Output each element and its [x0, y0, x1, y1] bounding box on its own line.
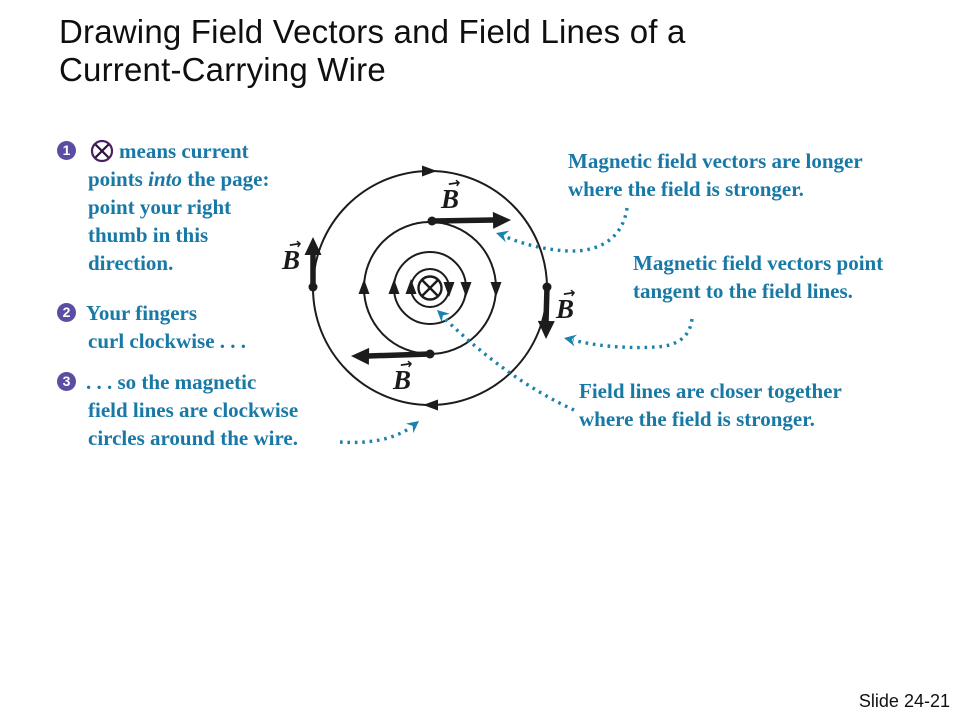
- b-field-label: B: [441, 184, 460, 214]
- step-3-line3: circles around the wire.: [88, 426, 298, 450]
- step-1-row: 1 means current: [57, 137, 357, 165]
- field-line-direction-arrowheads: [358, 165, 502, 411]
- field-line-diagram: [304, 165, 694, 445]
- annotation-vectors-longer-line1: Magnetic field vectors are longer: [568, 149, 863, 173]
- current-into-page-icon: [90, 139, 114, 163]
- b-label-bottom: → B: [388, 354, 422, 401]
- page-title: Drawing Field Vectors and Field Lines of…: [59, 13, 686, 89]
- annotation-vectors-tangent-line1: Magnetic field vectors point: [633, 251, 884, 275]
- step-3-number-badge: 3: [57, 372, 76, 391]
- step-2-line2: curl clockwise . . .: [88, 329, 247, 353]
- annotation-vectors-longer: Magnetic field vectors are longer where …: [568, 147, 863, 203]
- current-into-page-icon: [417, 275, 443, 301]
- b-label-left: → B: [277, 234, 311, 281]
- step-1-line3: point your right: [88, 195, 232, 219]
- step-2-number-badge: 2: [57, 303, 76, 322]
- step-1-line2-pre: points: [88, 167, 149, 191]
- b-field-label: B: [393, 365, 412, 395]
- b-vector-arrows: [304, 211, 555, 365]
- b-field-label: B: [556, 294, 575, 324]
- leader-lines-closer: [440, 314, 575, 412]
- annotation-lines-closer-line1: Field lines are closer together: [579, 379, 842, 403]
- step-1: 1 means current points into the page: po…: [57, 137, 357, 277]
- leader-vectors-tangent: [572, 318, 694, 350]
- leader-vectors-longer: [503, 207, 629, 253]
- annotation-vectors-tangent-line2: tangent to the field lines.: [633, 279, 853, 303]
- step-1-line2-italic: into: [148, 167, 182, 191]
- step-3-line2: field lines are clockwise: [88, 398, 299, 422]
- annotation-vectors-tangent: Magnetic field vectors point tangent to …: [633, 249, 883, 305]
- annotation-vectors-longer-line2: where the field is stronger.: [568, 177, 804, 201]
- step-1-line2-post: the page:: [181, 167, 270, 191]
- step-2: 2 Your fingers curl clockwise . . .: [57, 299, 357, 355]
- step-2-row: 2 Your fingers: [57, 299, 357, 327]
- leader-from-step3: [339, 426, 411, 445]
- b-label-right: → B: [551, 283, 585, 330]
- title-line1: Drawing Field Vectors and Field Lines of…: [59, 13, 686, 50]
- step-2-line1: Your fingers: [86, 301, 198, 325]
- b-label-top: → B: [436, 173, 470, 220]
- title-line2: Current-Carrying Wire: [59, 51, 386, 88]
- step-1-number-badge: 1: [57, 141, 76, 160]
- leader-arrowhead-icons: [405, 230, 577, 434]
- step-3-line1: . . . so the magnetic: [86, 370, 257, 394]
- step-1-line2: points into the page:: [88, 165, 357, 193]
- dotted-leader-lines: [339, 207, 694, 445]
- step-3-row: 3 . . . so the magnetic: [57, 368, 357, 396]
- step-1-line4: thumb in this: [88, 223, 209, 247]
- b-field-label: B: [282, 245, 301, 275]
- step-1-line5: direction.: [88, 251, 174, 275]
- step-3: 3 . . . so the magnetic field lines are …: [57, 368, 357, 452]
- annotation-lines-closer-line2: where the field is stronger.: [579, 407, 815, 431]
- step-1-line1: means current: [119, 139, 249, 163]
- annotation-lines-closer: Field lines are closer together where th…: [579, 377, 842, 433]
- slide-number: Slide 24-21: [858, 691, 950, 711]
